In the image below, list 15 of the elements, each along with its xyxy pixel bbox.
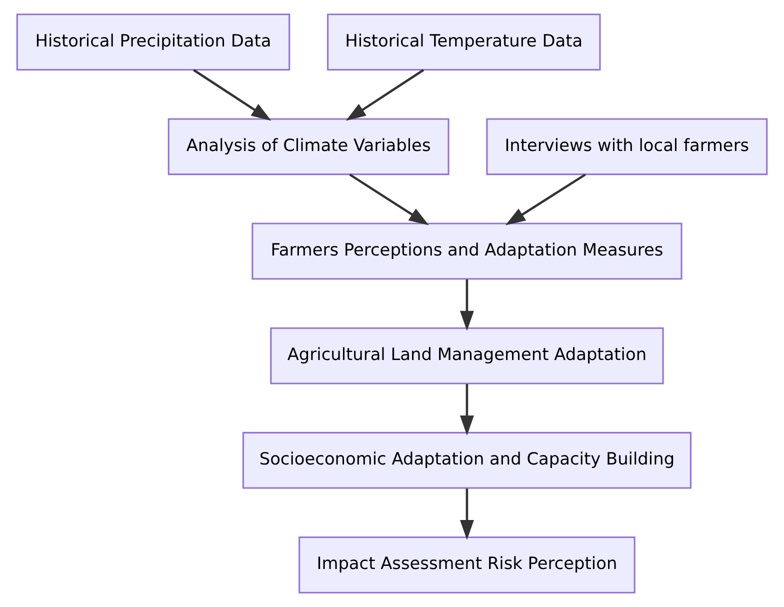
node-box: Historical Temperature Data bbox=[327, 14, 601, 71]
arrow bbox=[193, 69, 272, 121]
arrow bbox=[346, 69, 424, 121]
arrow bbox=[505, 174, 586, 226]
arrow bbox=[460, 384, 474, 436]
node-box: Agricultural Land Management Adaptation bbox=[270, 327, 664, 384]
node-box: Analysis of Climate Variables bbox=[168, 118, 450, 176]
node-box: Interviews with local farmers bbox=[486, 118, 768, 176]
arrow bbox=[349, 174, 429, 226]
node-box: Socioeconomic Adaptation and Capacity Building bbox=[242, 432, 692, 489]
arrow bbox=[460, 279, 474, 331]
node-box: Impact Assessment Risk Perception bbox=[298, 536, 636, 594]
node-box: Farmers Perceptions and Adaptation Measures bbox=[252, 222, 682, 280]
arrow bbox=[460, 488, 474, 540]
node-box: Historical Precipitation Data bbox=[16, 14, 290, 71]
